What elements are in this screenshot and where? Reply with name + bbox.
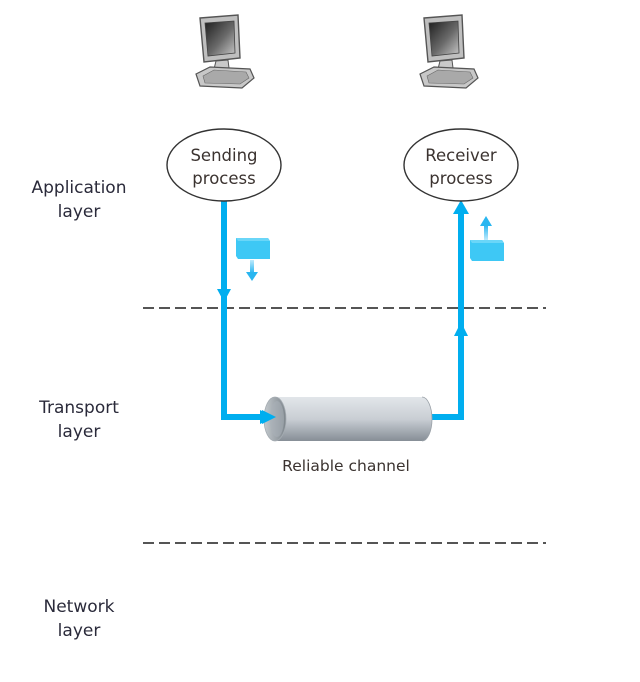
process-label-line2: process	[429, 169, 492, 188]
process-label-line1: Receiver	[425, 146, 497, 165]
process-label-line2: process	[192, 169, 255, 188]
send-flow-arrow	[217, 200, 274, 424]
arrowhead-up	[453, 200, 469, 214]
arrowhead-down	[246, 272, 258, 281]
receive-flow-arrow	[425, 200, 469, 420]
process-label-line1: Sending	[190, 146, 257, 165]
arrowhead-into-channel	[262, 410, 276, 424]
layer-label-transport: Transport layer	[38, 398, 119, 442]
reliable-channel-pipe	[262, 396, 433, 442]
layer-label-line2: layer	[58, 202, 101, 222]
layer-label-line1: Transport	[38, 398, 119, 418]
layer-label-line2: layer	[58, 621, 101, 641]
receiver-process: Receiver process	[403, 128, 519, 202]
data-segment-down	[236, 238, 270, 281]
arrowhead-up	[480, 216, 492, 226]
layer-label-application: Application layer	[32, 178, 127, 222]
desktop-computer-icon	[195, 14, 255, 89]
layer-label-line1: Network	[44, 597, 115, 617]
layer-label-line2: layer	[58, 422, 101, 442]
data-segment-up	[470, 216, 504, 261]
sending-process: Sending process	[166, 128, 282, 202]
arrowhead-down	[217, 289, 231, 302]
arrowhead-up	[454, 322, 468, 336]
layer-label-network: Network layer	[44, 597, 115, 641]
layer-label-line1: Application	[32, 178, 127, 198]
reliable-channel-label: Reliable channel	[282, 457, 410, 475]
desktop-computer-icon	[419, 14, 479, 89]
